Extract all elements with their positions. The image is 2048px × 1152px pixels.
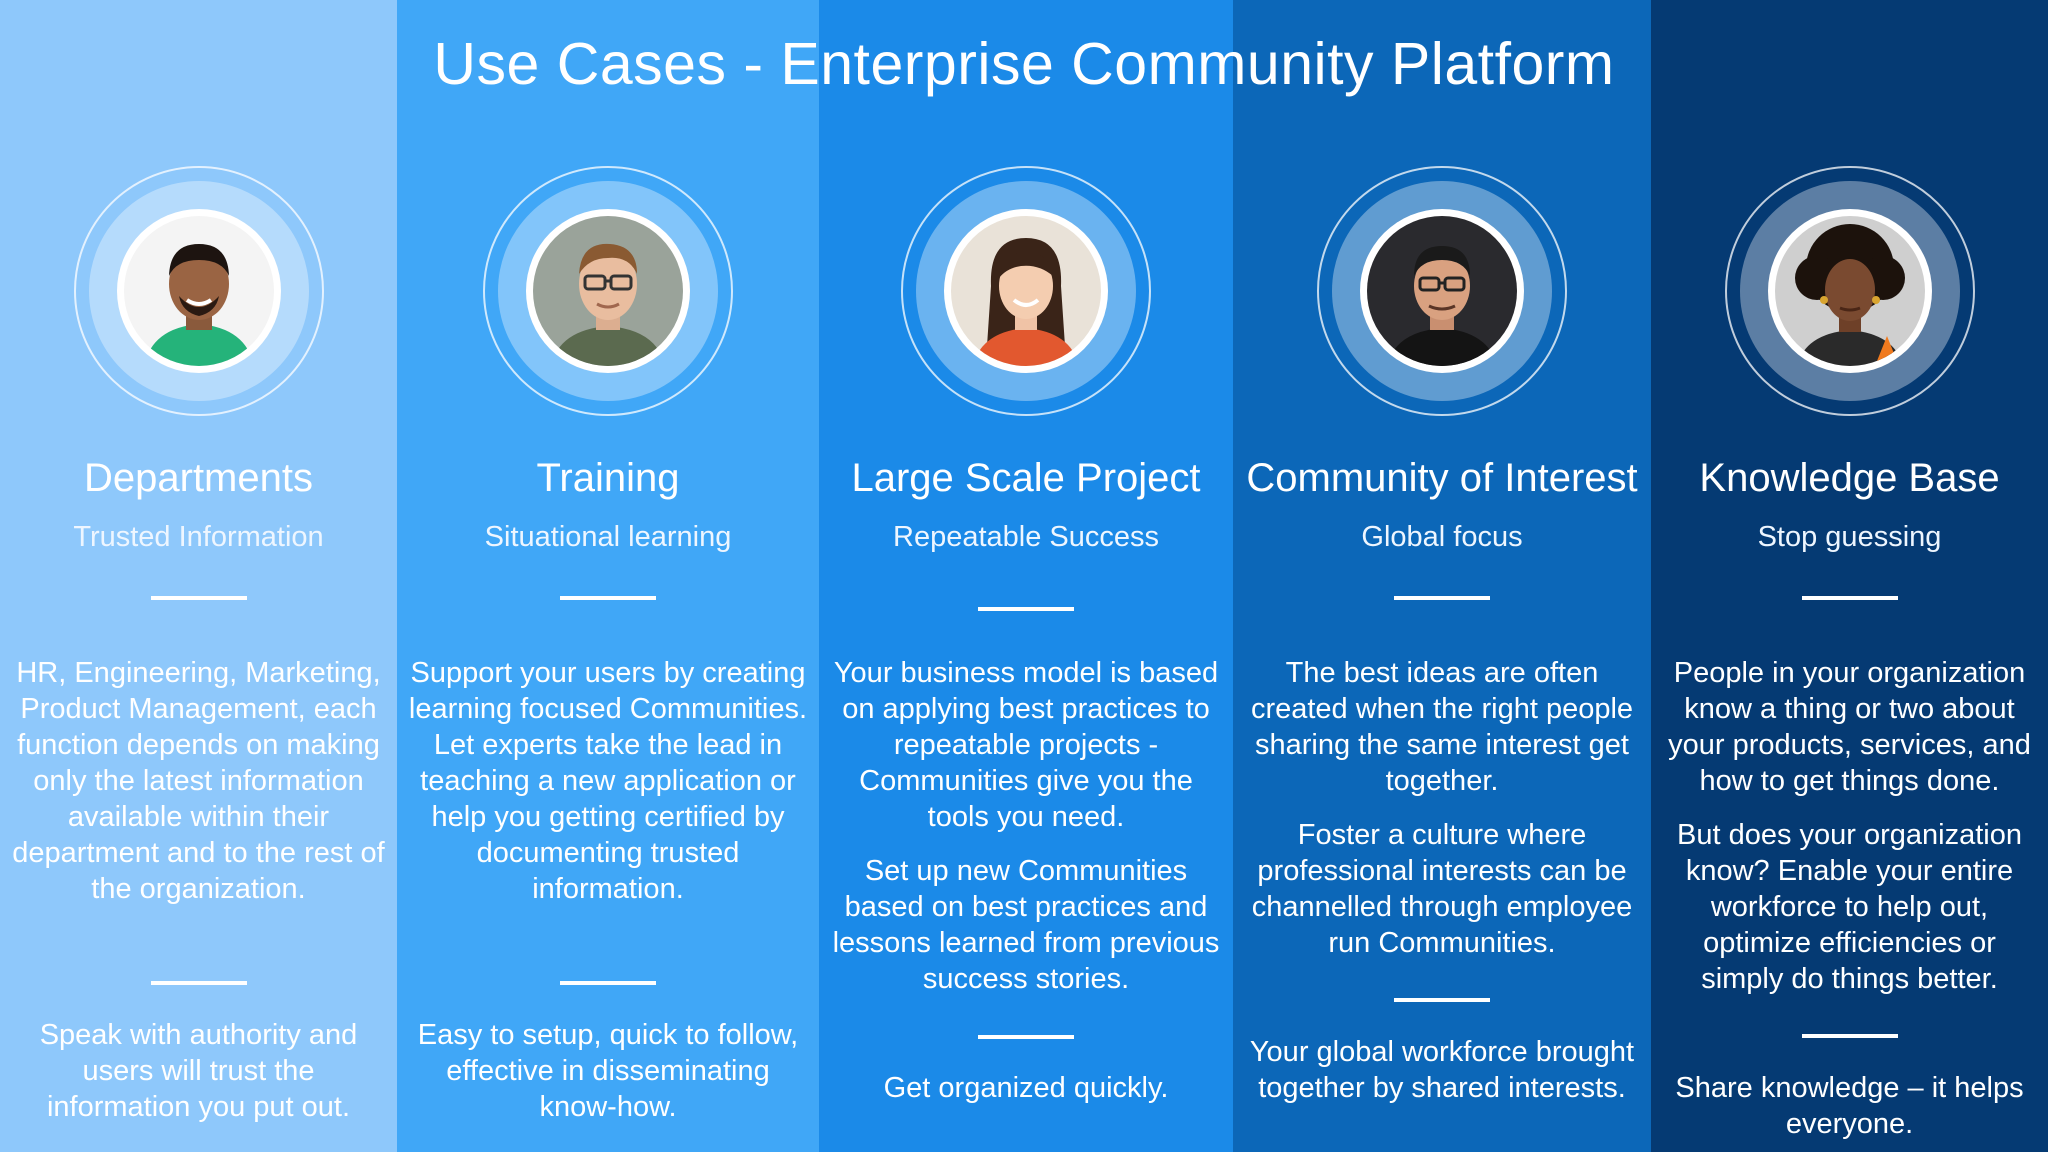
avatar-man-green-shirt (123, 216, 274, 366)
portrait-frame (483, 166, 733, 416)
column-title: Departments (84, 456, 313, 500)
column-body: Your business model is based on applying… (827, 655, 1225, 997)
body-paragraph: But does your organization know? Enable … (1677, 819, 2022, 995)
column-footer: Easy to setup, quick to follow, effectiv… (417, 1019, 799, 1123)
divider (150, 981, 247, 985)
body-paragraph: People in your organization know a thing… (1668, 657, 2031, 797)
portrait-frame (73, 166, 324, 416)
column-title: Knowledge Base (1699, 456, 2000, 500)
avatar-man-dark-background (1367, 216, 1517, 366)
portrait-frame (1317, 166, 1567, 416)
column-body: Support your users by creating learning … (405, 655, 811, 907)
body-paragraph: Support your users by creating learning … (408, 657, 808, 905)
column-title: Community of Interest (1246, 456, 1638, 500)
body-paragraph: Set up new Communities based on best pra… (832, 855, 1220, 995)
column-title: Large Scale Project (851, 456, 1201, 500)
divider (1801, 596, 1898, 600)
divider (978, 1035, 1074, 1039)
divider (1801, 1034, 1898, 1038)
column-footer: Share knowledge – it helps everyone. (1675, 1072, 2024, 1140)
portrait-frame (1724, 166, 1975, 416)
column-community-of-interest: Community of Interest Global focus The b… (1233, 0, 1651, 1152)
page-title: Use Cases - Enterprise Community Platfor… (433, 31, 1615, 97)
column-subtitle: Situational learning (484, 521, 732, 553)
divider (150, 596, 247, 600)
column-body: People in your organization know a thing… (1659, 655, 2040, 997)
avatar-woman-smiling (951, 216, 1101, 366)
column-footer: Your global workforce brought together b… (1249, 1036, 1635, 1104)
column-footer: Speak with authority and users will trus… (39, 1019, 358, 1123)
divider (1394, 998, 1490, 1002)
column-body: The best ideas are often created when th… (1241, 655, 1643, 961)
body-paragraph: Foster a culture where professional inte… (1251, 819, 1633, 959)
column-large-scale-project: Large Scale Project Repeatable Success Y… (819, 0, 1233, 1152)
body-paragraph: HR, Engineering, Marketing, Product Mana… (12, 657, 385, 905)
column-subtitle: Stop guessing (1757, 521, 1942, 553)
column-footer: Get organized quickly. (883, 1072, 1169, 1104)
avatar-woman-curly-hair (1774, 216, 1925, 366)
column-training: Training Situational learning Support yo… (397, 0, 819, 1152)
divider (1394, 596, 1490, 600)
divider (560, 596, 656, 600)
divider (978, 607, 1074, 611)
column-subtitle: Global focus (1361, 521, 1523, 553)
avatar-man-glasses (533, 216, 683, 366)
body-paragraph: Your business model is based on applying… (833, 657, 1219, 833)
column-subtitle: Trusted Information (73, 521, 324, 553)
column-title: Training (536, 456, 680, 500)
column-knowledge-base: Knowledge Base Stop guessing People in y… (1651, 0, 2048, 1152)
column-subtitle: Repeatable Success (893, 521, 1159, 553)
column-body: HR, Engineering, Marketing, Product Mana… (8, 655, 389, 907)
divider (560, 981, 656, 985)
body-paragraph: The best ideas are often created when th… (1250, 657, 1634, 797)
column-departments: Departments Trusted Information HR, Engi… (0, 0, 397, 1152)
portrait-frame (901, 166, 1151, 416)
